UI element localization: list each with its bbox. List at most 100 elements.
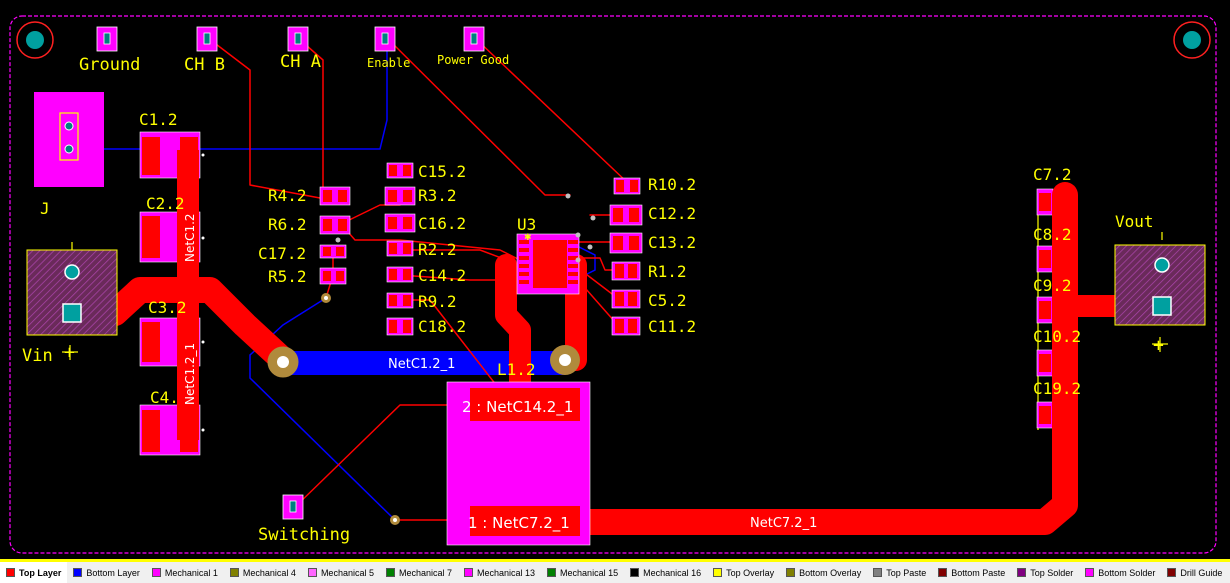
layer-color-swatch xyxy=(873,568,883,577)
label-switching: Switching xyxy=(258,525,350,545)
connector-j[interactable] xyxy=(34,92,104,187)
l1-pad1-label: 1 : NetC7.2_1 xyxy=(468,514,570,533)
label-plus-vin: + xyxy=(64,342,75,363)
connector-vin[interactable] xyxy=(26,249,118,336)
net-label-netc1-bottom: NetC1.2_1 xyxy=(388,357,455,372)
ic-u3[interactable]: ✱ xyxy=(516,233,580,295)
layer-tab-label: Drill Guide xyxy=(1180,567,1223,578)
label-enable: Enable xyxy=(367,56,410,70)
label-c13: C13.2 xyxy=(648,233,696,252)
board-outline xyxy=(9,15,1217,554)
layer-color-swatch xyxy=(1085,568,1095,577)
label-c15: C15.2 xyxy=(418,162,466,181)
l1-pad2-label: 2 : NetC14.2_1 xyxy=(462,398,573,417)
label-j: J xyxy=(40,199,50,218)
layer-tab-mechanical-15[interactable]: Mechanical 15 xyxy=(541,562,624,583)
layer-tab-top-overlay[interactable]: Top Overlay xyxy=(707,562,780,583)
label-r4: R4.2 xyxy=(268,186,307,205)
label-c7: C7.2 xyxy=(1033,165,1072,184)
label-vin: Vin xyxy=(22,346,53,366)
layer-color-swatch xyxy=(630,568,640,577)
layer-tab-label: Bottom Solder xyxy=(1098,567,1156,578)
label-ch-b: CH B xyxy=(184,55,225,75)
label-ground: Ground xyxy=(79,55,140,75)
layer-tab-mechanical-5[interactable]: Mechanical 5 xyxy=(302,562,380,583)
layer-color-swatch xyxy=(151,568,161,577)
layer-color-swatch xyxy=(938,568,948,577)
resistor-pads-left-copper xyxy=(323,190,347,281)
label-c10: C10.2 xyxy=(1033,327,1081,346)
test-point-holes xyxy=(103,32,478,513)
resistor-pads-right[interactable] xyxy=(609,177,643,336)
label-c11: C11.2 xyxy=(648,317,696,336)
label-r6: R6.2 xyxy=(268,215,307,234)
label-c1: C1.2 xyxy=(139,110,178,129)
layer-tab-mechanical-13[interactable]: Mechanical 13 xyxy=(458,562,541,583)
layer-color-swatch xyxy=(307,568,317,577)
label-u3: U3 xyxy=(517,215,536,234)
vias xyxy=(201,153,596,525)
net-label-netc7: NetC7.2_1 xyxy=(750,516,817,531)
layer-tab-mechanical-7[interactable]: Mechanical 7 xyxy=(380,562,458,583)
silkscreen-labels: Ground CH B CH A Enable Power Good J Vin… xyxy=(22,52,1164,545)
label-vout: Vout xyxy=(1115,212,1154,231)
layer-color-swatch xyxy=(464,568,473,577)
label-c12: C12.2 xyxy=(648,204,696,223)
layer-tab-mechanical-16[interactable]: Mechanical 16 xyxy=(624,562,707,583)
label-r10: R10.2 xyxy=(648,175,696,194)
layer-tab-bottom-overlay[interactable]: Bottom Overlay xyxy=(780,562,867,583)
layer-tab-mechanical-4[interactable]: Mechanical 4 xyxy=(224,562,302,583)
layer-tab-label: Mechanical 4 xyxy=(242,567,296,578)
output-capacitor-copper xyxy=(1039,193,1051,424)
svg-text:✱: ✱ xyxy=(524,233,532,243)
label-ch-a: CH A xyxy=(280,52,321,72)
layer-color-swatch xyxy=(385,568,395,577)
resistor-pads-right-copper xyxy=(613,180,639,333)
mounting-hole-right xyxy=(1173,21,1211,59)
layer-color-swatch xyxy=(786,568,796,577)
layer-color-swatch xyxy=(73,568,83,577)
net-label-netc1-top: NetC1.2 xyxy=(183,213,197,262)
label-c16: C16.2 xyxy=(418,214,466,233)
layer-tab-label: Bottom Overlay xyxy=(799,567,862,578)
layer-tab-label: Top Overlay xyxy=(726,567,775,578)
pcb-canvas[interactable]: NetC1.2_1 xyxy=(0,0,1230,559)
layer-color-swatch xyxy=(1167,568,1177,577)
label-c2: C2.2 xyxy=(146,194,185,213)
layer-tab-label: Top Layer xyxy=(19,567,62,578)
label-c14: C14.2 xyxy=(418,266,466,285)
layer-tab-drill-guide[interactable]: Drill Guide xyxy=(1161,562,1228,583)
layer-color-swatch xyxy=(229,568,239,577)
layer-tab-bottom-solder[interactable]: Bottom Solder xyxy=(1079,562,1161,583)
label-r3: R3.2 xyxy=(418,186,457,205)
layer-tab-top-paste[interactable]: Top Paste xyxy=(867,562,932,583)
mounting-hole-left xyxy=(16,21,54,59)
layer-tab-bottom-layer[interactable]: Bottom Layer xyxy=(67,562,146,583)
layer-tab-top-layer[interactable]: Top Layer xyxy=(0,562,68,583)
layer-tab-label: Mechanical 7 xyxy=(398,567,452,578)
layer-tab-bottom-paste[interactable]: Bottom Paste xyxy=(932,562,1011,583)
label-c18: C18.2 xyxy=(418,317,466,336)
label-plus-vout: + xyxy=(1153,335,1164,356)
label-power-good: Power Good xyxy=(437,53,509,67)
label-c9: C9.2 xyxy=(1033,276,1072,295)
inductor-l1[interactable] xyxy=(446,381,591,546)
layer-tab-label: Mechanical 1 xyxy=(164,567,218,578)
layer-tab-label: Bottom Paste xyxy=(951,567,1006,578)
label-r9: R9.2 xyxy=(418,292,457,311)
layer-tab-label: Top Solder xyxy=(1030,567,1074,578)
layer-tab-top-solder[interactable]: Top Solder xyxy=(1011,562,1079,583)
layer-tab-label: Mechanical 15 xyxy=(560,567,619,578)
label-r2: R2.2 xyxy=(418,240,457,259)
connector-vout[interactable] xyxy=(1114,244,1206,326)
label-c4: C4. xyxy=(150,388,179,407)
layer-color-swatch xyxy=(713,568,723,577)
label-l1: L1.2 xyxy=(497,360,536,379)
layer-tab-bar: Top Layer Bottom Layer Mechanical 1 Mechani… xyxy=(0,559,1230,583)
layer-color-swatch xyxy=(1017,568,1027,577)
layer-tab-label: Mechanical 13 xyxy=(477,567,536,578)
label-r1: R1.2 xyxy=(648,262,687,281)
label-c3: C3.2 xyxy=(148,298,187,317)
layer-color-swatch xyxy=(547,568,557,577)
layer-tab-mechanical-1[interactable]: Mechanical 1 xyxy=(146,562,224,583)
